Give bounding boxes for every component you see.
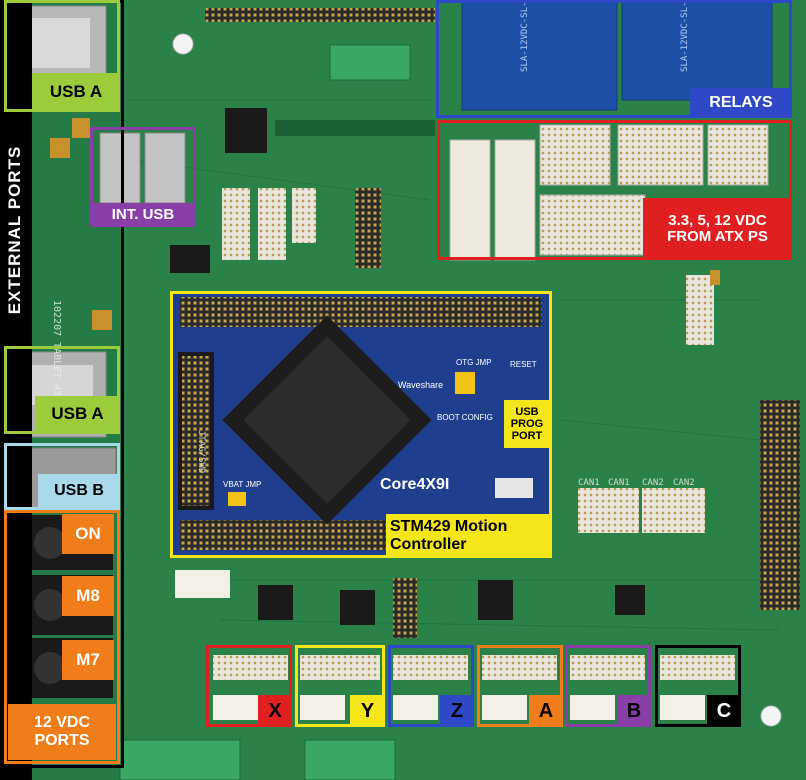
motor-c-label: C [707, 695, 741, 727]
can1a-silk: CAN1 [578, 478, 600, 488]
vbat-jmp-text: VBAT JMP [223, 480, 262, 489]
motor-x-frame [206, 645, 292, 727]
vdc-ports-frame [4, 510, 120, 764]
usb-a-bottom-label: USB A [35, 396, 120, 432]
core-module-name: Core4X9I [380, 476, 450, 493]
can2a-silk: CAN2 [642, 478, 664, 488]
motion-controller-frame [170, 291, 552, 558]
boot-config-text: BOOT CONFIG [437, 413, 493, 422]
usb-a-bottom-frame [4, 346, 120, 434]
otg-jmp-text: OTG JMP [456, 358, 492, 367]
motor-a-frame [477, 645, 563, 727]
motor-z-label: Z [440, 695, 474, 727]
m8-port-label: M8 [62, 576, 114, 616]
relays-label: RELAYS [690, 88, 792, 118]
motor-y-frame [295, 645, 385, 727]
motion-controller-label: STM429 Motion Controller [386, 514, 552, 558]
atx-ps-frame [437, 120, 792, 260]
atx-ps-label: 3.3, 5, 12 VDC FROM ATX PS [643, 198, 792, 260]
motor-b-label: B [617, 695, 651, 727]
motor-z-frame [388, 645, 474, 727]
can1b-silk: CAN1 [608, 478, 630, 488]
usb-prog-port-label: USB PROG PORT [504, 400, 550, 448]
usb-b-label: USB B [38, 474, 120, 508]
motor-c-frame [655, 645, 741, 727]
on-port-label: ON [62, 514, 114, 554]
motor-y-label: Y [350, 695, 385, 727]
int-usb-label: INT. USB [90, 203, 196, 227]
can2b-silk: CAN2 [673, 478, 695, 488]
motor-x-label: X [258, 695, 292, 727]
motor-b-frame [565, 645, 651, 727]
m7-port-label: M7 [62, 640, 114, 680]
usb-a-top-label: USB A [32, 73, 120, 111]
waveshare-logo-text: Waveshare [398, 380, 444, 390]
motor-a-label: A [529, 695, 563, 727]
vdc-ports-label: 12 VDC PORTS [8, 704, 116, 760]
relays-frame [436, 0, 792, 118]
reset-text: RESET [510, 360, 537, 369]
